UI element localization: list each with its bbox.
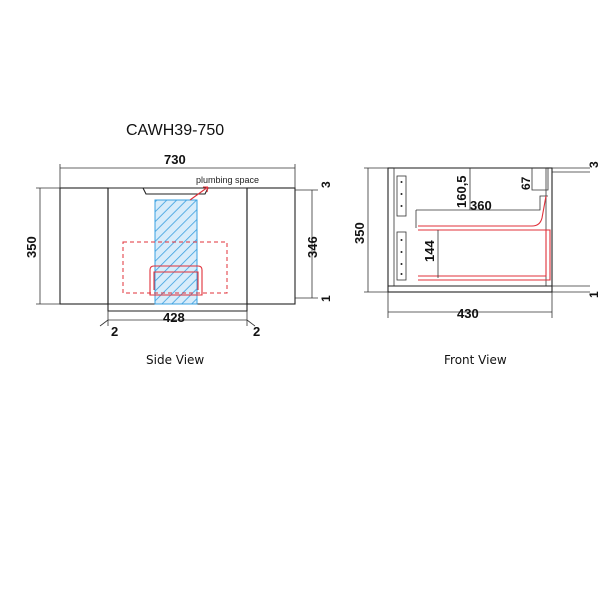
dim-2-left: 2 (111, 324, 118, 339)
plumbing-arrow (189, 186, 209, 201)
side-siphon-inner (153, 271, 199, 290)
side-drawer-dashed (122, 241, 228, 294)
upper-drawer-red (418, 195, 547, 227)
dim-430: 430 (457, 306, 479, 321)
side-view: plumbing space 730 350 346 3 1 428 2 2 S… (24, 152, 333, 367)
dim-346: 346 (305, 236, 320, 258)
dim-3-front: 3 (587, 161, 600, 168)
side-bottom-lip (107, 304, 248, 312)
dim-2-right: 2 (253, 324, 260, 339)
dim-350-side: 350 (24, 236, 39, 258)
dim-67: 67 (519, 176, 533, 190)
dim-144: 144 (422, 240, 437, 262)
upper-drawer-outline (415, 195, 548, 228)
plumbing-space (154, 199, 198, 305)
dim-1-side: 1 (319, 295, 333, 302)
side-right-panel (246, 187, 296, 305)
upper-runner (396, 175, 407, 217)
side-siphon (149, 265, 203, 296)
front-view: 160,5 360 67 144 350 3 1 430 Front View (352, 161, 600, 367)
dim-350-front: 350 (352, 222, 367, 244)
dim-360: 360 (470, 198, 492, 213)
dim-730: 730 (164, 152, 186, 167)
plumbing-label: plumbing space (196, 175, 259, 185)
dim-160-5: 160,5 (454, 175, 469, 208)
side-handle-recess (142, 187, 209, 195)
model-title: CAWH39-750 (126, 122, 224, 139)
dim-3-side: 3 (319, 181, 333, 188)
top-lip (531, 168, 549, 191)
lower-drawer-red (418, 229, 551, 281)
dim-428: 428 (163, 310, 185, 325)
lower-runner (396, 231, 407, 281)
side-view-caption: Side View (146, 353, 204, 367)
front-view-caption: Front View (444, 353, 507, 367)
dim-1-front: 1 (587, 291, 600, 298)
side-left-panel (59, 187, 109, 305)
